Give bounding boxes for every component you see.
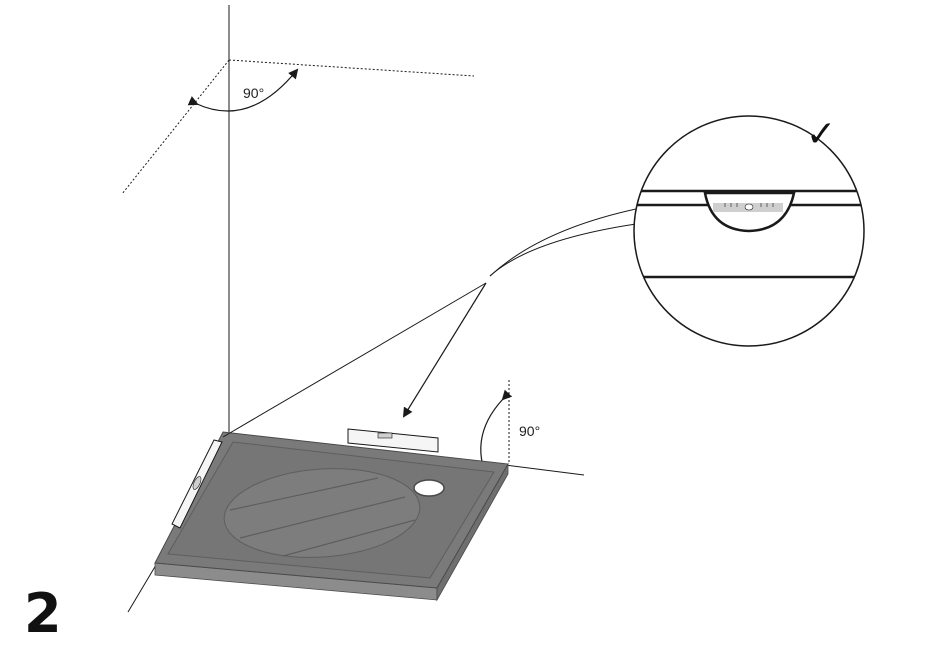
callout-curve-1	[490, 209, 636, 276]
drain-hole	[414, 480, 444, 496]
check-mark-icon: ✓	[806, 114, 836, 155]
floor-angle-label: 90°	[519, 423, 540, 439]
wall-angle-label: 90°	[243, 85, 264, 101]
pointer-lines	[223, 209, 636, 437]
sight-line-left	[223, 283, 486, 437]
step-number: 2	[24, 584, 62, 644]
floor-left-line	[128, 565, 156, 612]
wall-top-line	[229, 60, 474, 76]
sight-line-arrow	[404, 283, 486, 416]
wall-angle-indicator: 90°	[197, 70, 297, 111]
callout-curve-2	[490, 224, 636, 276]
wall-left-line	[122, 60, 229, 194]
floor-corner	[505, 380, 584, 475]
detail-magnifier: ✓	[630, 114, 870, 346]
floor-right-line	[505, 465, 584, 475]
level-bubble	[745, 204, 753, 210]
